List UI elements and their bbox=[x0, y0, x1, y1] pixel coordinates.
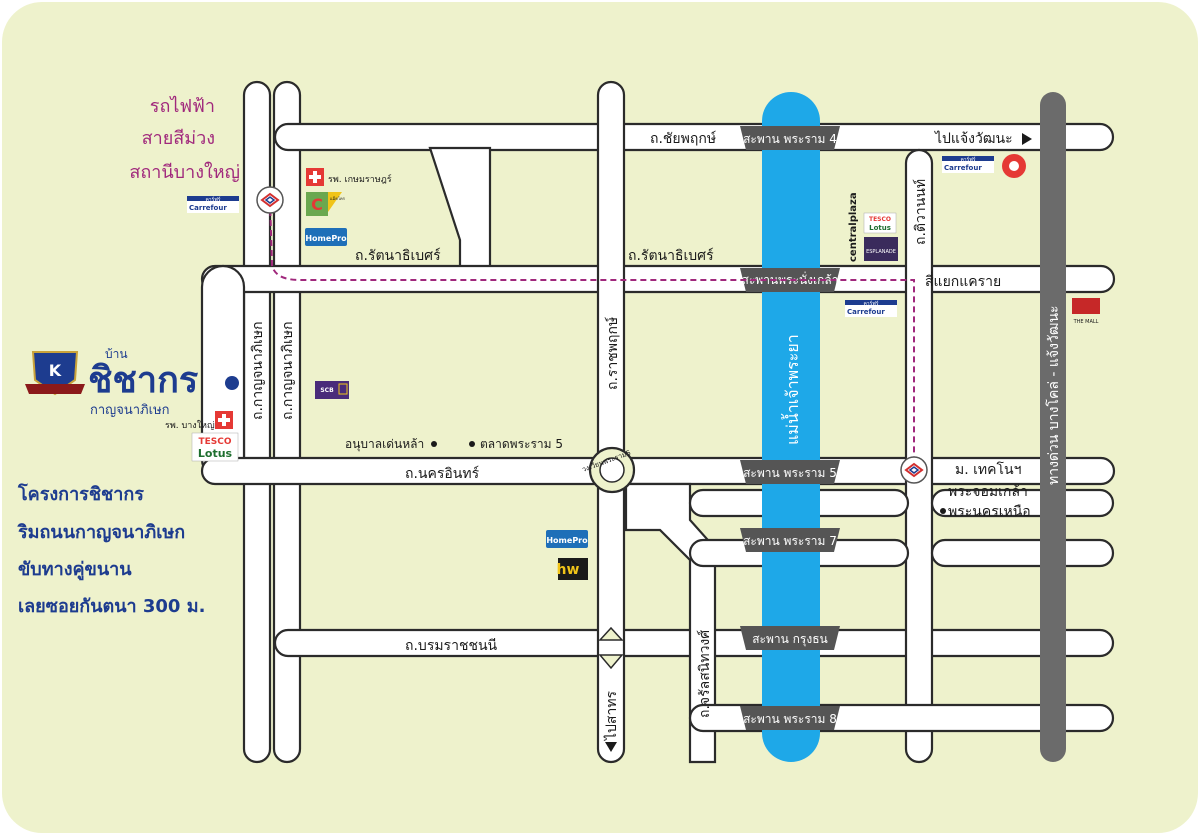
direction-to-chaeng-watthana: ไปแจ้งวัฒนะ bbox=[934, 130, 1013, 147]
place-hospital-kasemrad: รพ. เกษมราษฎร์ bbox=[328, 173, 392, 185]
transit-line1: รถไฟฟ้า bbox=[150, 95, 215, 117]
bullet-icon bbox=[469, 441, 475, 447]
arrow-right-icon bbox=[1022, 133, 1032, 145]
svg-text:TESCO: TESCO bbox=[198, 437, 231, 447]
sathorn-island-2 bbox=[598, 626, 624, 641]
svg-text:HomePro: HomePro bbox=[546, 536, 588, 545]
hw-logo: hw bbox=[557, 558, 588, 580]
road-label-borommaratchachonnani: ถ.บรมราชชนนี bbox=[405, 638, 498, 654]
river-label: แม่น้ำเจ้าพระยา bbox=[781, 334, 802, 445]
svg-text:Carrefour: Carrefour bbox=[944, 164, 982, 172]
road-label-kanchanaphisek-1: ถ.กาญจนาภิเษก bbox=[250, 321, 266, 420]
bridge-rama5: สะพาน พระราม 5 bbox=[743, 466, 837, 480]
scb-logo: SCB bbox=[315, 381, 349, 399]
svg-text:Carrefour: Carrefour bbox=[847, 308, 885, 316]
svg-text:Lotus: Lotus bbox=[869, 224, 891, 232]
arrow-down-icon bbox=[605, 742, 617, 752]
transit-line3: สถานีบางใหญ่ bbox=[129, 161, 240, 183]
brand-prefix: บ้าน bbox=[105, 347, 128, 361]
road-label-rattanathibet-2: ถ.รัตนาธิเบศร์ bbox=[628, 247, 714, 264]
project-desc-2: ริมถนนกาญจนาภิเษก bbox=[17, 522, 185, 543]
homepro-logo: HomePro bbox=[305, 228, 347, 246]
svg-text:centralplaza: centralplaza bbox=[848, 192, 859, 262]
carrefour-logo: คาร์ฟูร์ Carrefour bbox=[845, 300, 897, 317]
transit-line2: สายสีม่วง bbox=[142, 128, 215, 149]
project-desc-1: โครงการชิชากร bbox=[17, 483, 144, 505]
place-university-line3: พระนครเหนือ bbox=[948, 504, 1031, 520]
svg-text:คาร์ฟูร์: คาร์ฟูร์ bbox=[205, 196, 220, 203]
homepro-logo: HomePro bbox=[546, 530, 588, 548]
road-label-khae-rai: สี่แยกแคราย bbox=[925, 272, 1001, 290]
makro-logo: แม็คโคร bbox=[328, 192, 346, 212]
hospital-icon bbox=[215, 411, 233, 429]
project-logo: K บ้าน ชิชากร กาญจนาภิเษก bbox=[25, 347, 239, 418]
bridge-rama8: สะพาน พระราม 8 bbox=[743, 712, 837, 726]
road-label-charan-sanitwong: ถ.จรัลสนิทวงศ์ bbox=[696, 630, 713, 718]
sathorn-island-1 bbox=[598, 654, 624, 670]
big-c-logo: C bbox=[306, 192, 328, 216]
road-label-kanchanaphisek-2: ถ.กาญจนาภิเษก bbox=[280, 321, 296, 420]
svg-text:TESCO: TESCO bbox=[869, 216, 891, 223]
svg-text:K: K bbox=[49, 361, 62, 380]
direction-to-sathorn: ไปสาทร bbox=[603, 690, 620, 741]
road-network bbox=[200, 80, 1116, 764]
expressway-label: ทางด่วน บางโคล่ - แจ้งวัฒนะ bbox=[1045, 305, 1062, 485]
road-label-nakhon-in: ถ.นครอินทร์ bbox=[405, 465, 480, 482]
bridge-rama4: สะพาน พระราม 4 bbox=[743, 132, 837, 146]
bullet-icon bbox=[940, 508, 946, 514]
place-university-line2: พระจอมเกล้า bbox=[948, 484, 1028, 500]
bridge-nonthaburi: สะพานพระนั่งเกล้า bbox=[742, 271, 839, 287]
svg-text:คาร์ฟูร์: คาร์ฟูร์ bbox=[960, 156, 975, 163]
svg-text:THE MALL: THE MALL bbox=[1073, 319, 1099, 325]
index-living-icon bbox=[1002, 154, 1026, 178]
project-desc-3: ขับทางคู่ขนาน bbox=[18, 559, 132, 581]
station-icon-bangyai bbox=[256, 186, 284, 214]
hospital-icon bbox=[306, 168, 324, 186]
crest-icon: K bbox=[25, 351, 85, 396]
svg-text:HomePro: HomePro bbox=[305, 234, 347, 243]
road-label-rattanathibet-1: ถ.รัตนาธิเบศร์ bbox=[355, 247, 441, 264]
bridge-krungthon: สะพาน กรุงธน bbox=[752, 632, 828, 647]
expressway bbox=[1040, 92, 1066, 762]
brand-dot bbox=[225, 376, 239, 390]
svg-text:ESPLANADE: ESPLANADE bbox=[866, 249, 896, 255]
central-plaza-logo: centralplaza bbox=[848, 192, 859, 262]
road-label-chaiyaphruek: ถ.ชัยพฤกษ์ bbox=[650, 130, 716, 147]
place-market-rama5: ตลาดพระราม 5 bbox=[480, 437, 563, 451]
place-university: ม. เทคโนฯ bbox=[955, 461, 1021, 478]
road-label-tiwanon: ถ.ติวานนท์ bbox=[912, 179, 929, 245]
carrefour-logo: คาร์ฟูร์ Carrefour bbox=[187, 196, 239, 213]
chao-phraya-river bbox=[762, 92, 820, 762]
road-label-ratchaphruek: ถ.ราชพฤกษ์ bbox=[604, 316, 621, 390]
bridge-rama7: สะพาน พระราม 7 bbox=[743, 534, 837, 548]
brand-subtitle: กาญจนาภิเษก bbox=[90, 403, 170, 418]
svg-text:คาร์ฟูร์: คาร์ฟูร์ bbox=[863, 300, 878, 307]
station-icon-rama5 bbox=[900, 456, 928, 484]
the-mall-logo: THE MALL bbox=[1072, 298, 1100, 325]
bullet-icon bbox=[431, 441, 437, 447]
carrefour-logo: คาร์ฟูร์ Carrefour bbox=[942, 156, 994, 173]
tesco-lotus-logo: TESCO Lotus bbox=[191, 432, 239, 462]
svg-text:แม็คโคร: แม็คโคร bbox=[330, 195, 346, 201]
tesco-lotus-logo: TESCO Lotus bbox=[863, 212, 897, 234]
svg-text:hw: hw bbox=[557, 562, 580, 578]
purple-line-route bbox=[269, 199, 915, 465]
svg-text:C: C bbox=[311, 195, 323, 214]
place-hospital-bangyai: รพ. บางใหญ่ bbox=[165, 420, 215, 431]
svg-text:Carrefour: Carrefour bbox=[189, 204, 227, 212]
place-kindergarten: อนุบาลเด่นหล้า bbox=[345, 437, 424, 452]
svg-text:SCB: SCB bbox=[320, 387, 334, 394]
esplanade-logo: ESPLANADE bbox=[864, 237, 898, 261]
project-desc-4: เลยซอยกันตนา 300 ม. bbox=[18, 596, 205, 617]
brand-name: ชิชากร bbox=[88, 360, 199, 401]
bridges: สะพาน พระราม 4 สะพานพระนั่งเกล้า สะพาน พ… bbox=[740, 126, 840, 730]
svg-text:Lotus: Lotus bbox=[198, 447, 233, 460]
